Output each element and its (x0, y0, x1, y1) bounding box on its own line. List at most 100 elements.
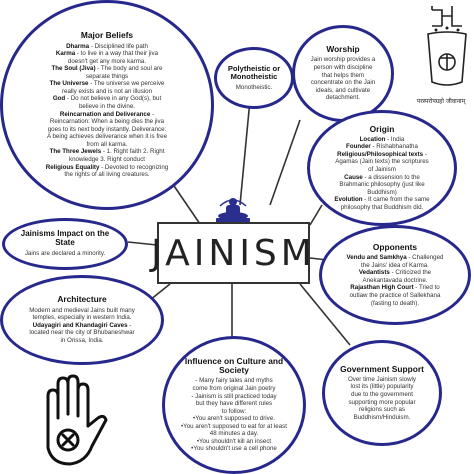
text-line: - Many fairy tales and myths (181, 377, 287, 385)
text-run: Reincarnation: When a being dies the jiv… (49, 118, 165, 126)
text-run: - (423, 150, 427, 158)
text-run: - Criticized the (389, 269, 432, 277)
bold-term: Vendu and Samkhya (346, 254, 407, 262)
text-run: from all karma. (86, 140, 128, 148)
text-line: that helps them (311, 72, 376, 80)
text-line: (fasting to death). (347, 300, 444, 308)
text-run: - Rishabhanatha (370, 143, 418, 151)
text-line: •You shouldn't use a cell phone (181, 445, 287, 453)
bold-term: The Three Jewels (49, 148, 102, 156)
text-run: Agamas (Jain texts) the scriptures (335, 158, 429, 166)
jain-emblem-icon (427, 6, 467, 86)
connector-impact (127, 241, 158, 246)
text-line: located near the city of Bhubaneshwar (29, 329, 135, 337)
text-run: but they have different rules (195, 400, 273, 408)
text-run: Jain worship provides a (310, 56, 376, 64)
text-run: the rights of all living creatures. (64, 171, 150, 179)
text-run: Buddhism/Hinduism. (353, 413, 411, 421)
text-line: knowledge 3. Right conduct (46, 156, 168, 164)
text-line: Jains are declared a minority. (25, 250, 105, 258)
text-run: concentrate on the Jain (310, 79, 376, 87)
text-run: temples, especially in western India. (32, 314, 132, 322)
text-line: Monotheistic. (236, 84, 272, 92)
bold-term: Dharma (66, 42, 90, 50)
text-run: - Do not believe in any God(s), but (65, 95, 162, 103)
text-line: Agamas (Jain texts) the scriptures (334, 158, 429, 166)
emblem-caption: परस्परोपग्रहो जीवानाम् (416, 98, 466, 105)
bold-term: Cause (344, 173, 363, 181)
meditating-figure-icon (216, 198, 250, 223)
text-line: The Soul (Jiva) - The body and soul are (46, 65, 168, 73)
text-run: Buddhism) (367, 188, 397, 196)
text-line: Anekantavada doctrine. (347, 277, 444, 285)
text-run: detachment. (325, 94, 361, 102)
text-line: - Jainism is still practiced today (181, 393, 287, 401)
text-run: A being achieves deliverance when it is … (46, 133, 168, 141)
bold-term: Founder (346, 143, 371, 151)
text-line: Jain worship provides a (311, 56, 376, 64)
government-title: Government Support (340, 363, 424, 374)
government-bubble: Government Support Over time Jainism slo… (322, 340, 442, 446)
text-run: come from original Jain poetry (192, 384, 276, 392)
text-run: - Tried to (413, 284, 440, 292)
text-run: to follow: (221, 407, 247, 415)
text-line: The Universe - The universe we perceive (46, 80, 168, 88)
text-run: - (127, 321, 132, 329)
text-line: due to the government (348, 391, 416, 399)
polytheistic-title: Polytheistic or Monotheistic (227, 63, 281, 82)
text-line: outlaw the practice of Sallekhana (347, 292, 444, 300)
architecture-title: Architecture (57, 294, 107, 305)
text-run: Modern and medieval Jains built many (29, 306, 135, 314)
architecture-bubble: Architecture Modern and medieval Jains b… (0, 275, 164, 365)
text-run: •You aren't supposed to eat for at least (181, 422, 287, 430)
connector-polytheistic (239, 99, 251, 206)
bold-term: Rajasthan High Court (350, 284, 414, 292)
text-line: Vendu and Samkhya - Challenged (347, 254, 444, 262)
text-run: outlaw the practice of Sallekhana (349, 291, 441, 299)
influence-title: Influence on Culture and Society (184, 355, 284, 376)
text-run: - Disciplined life path (89, 42, 148, 50)
text-run: 48 minutes a day. (209, 430, 259, 438)
text-run: Monotheistic. (235, 83, 273, 91)
bold-term: Location (359, 135, 386, 143)
text-run: in Orissa, India. (60, 336, 104, 344)
text-run: •You shouldn't kill an insect (196, 437, 272, 445)
bold-term: Religious Equality (45, 163, 100, 171)
text-line: goes to its next body instantly. Deliver… (46, 126, 168, 134)
text-line: Brahmanic philosophy (just like (334, 181, 429, 189)
text-line: •You shouldn't kill an insect (181, 438, 287, 446)
text-run: - Devoted to recognizing (99, 163, 169, 171)
text-run: Jains are declared a minority. (24, 250, 106, 258)
connector-origin (309, 204, 323, 226)
text-line: the Jains' idea of Karma. (347, 262, 444, 270)
text-line: Location - India (334, 136, 429, 144)
text-run: - It came from the same (362, 196, 430, 204)
major-beliefs-bubble: Major Beliefs Dharma - Disciplined life … (0, 0, 214, 210)
text-line: believe in the divine. (46, 103, 168, 111)
text-line: Dharma - Disciplined life path (46, 43, 168, 51)
polytheistic-bubble: Polytheistic or Monotheistic Monotheisti… (214, 47, 294, 109)
text-line: lost its (little) popularity (348, 383, 416, 391)
influence-bubble: Influence on Culture and Society - Many … (162, 336, 306, 474)
text-run: religions such as (358, 406, 406, 414)
text-run: of Jainism (368, 166, 396, 174)
central-title-box: JAINISM (151, 222, 312, 284)
text-line: the rights of all living creatures. (46, 171, 168, 179)
bold-term: Evolution (334, 196, 363, 204)
text-run: knowledge 3. Right conduct (68, 155, 146, 163)
text-run: really exists and is not an illusion (61, 87, 153, 95)
text-line: Cause - a dissension to the (334, 174, 429, 182)
text-run: separate things (85, 72, 129, 80)
text-run: Anekantavada doctrine. (362, 276, 428, 284)
bold-term: Reincarnation and Deliverance (59, 110, 151, 118)
opponents-title: Opponents (372, 241, 418, 252)
text-line: but they have different rules (181, 400, 287, 408)
origin-title: Origin (369, 123, 395, 134)
text-line: Religious Equality - Devoted to recogniz… (46, 164, 168, 172)
text-line: from all karma. (46, 141, 168, 149)
text-run: - India (385, 135, 405, 143)
